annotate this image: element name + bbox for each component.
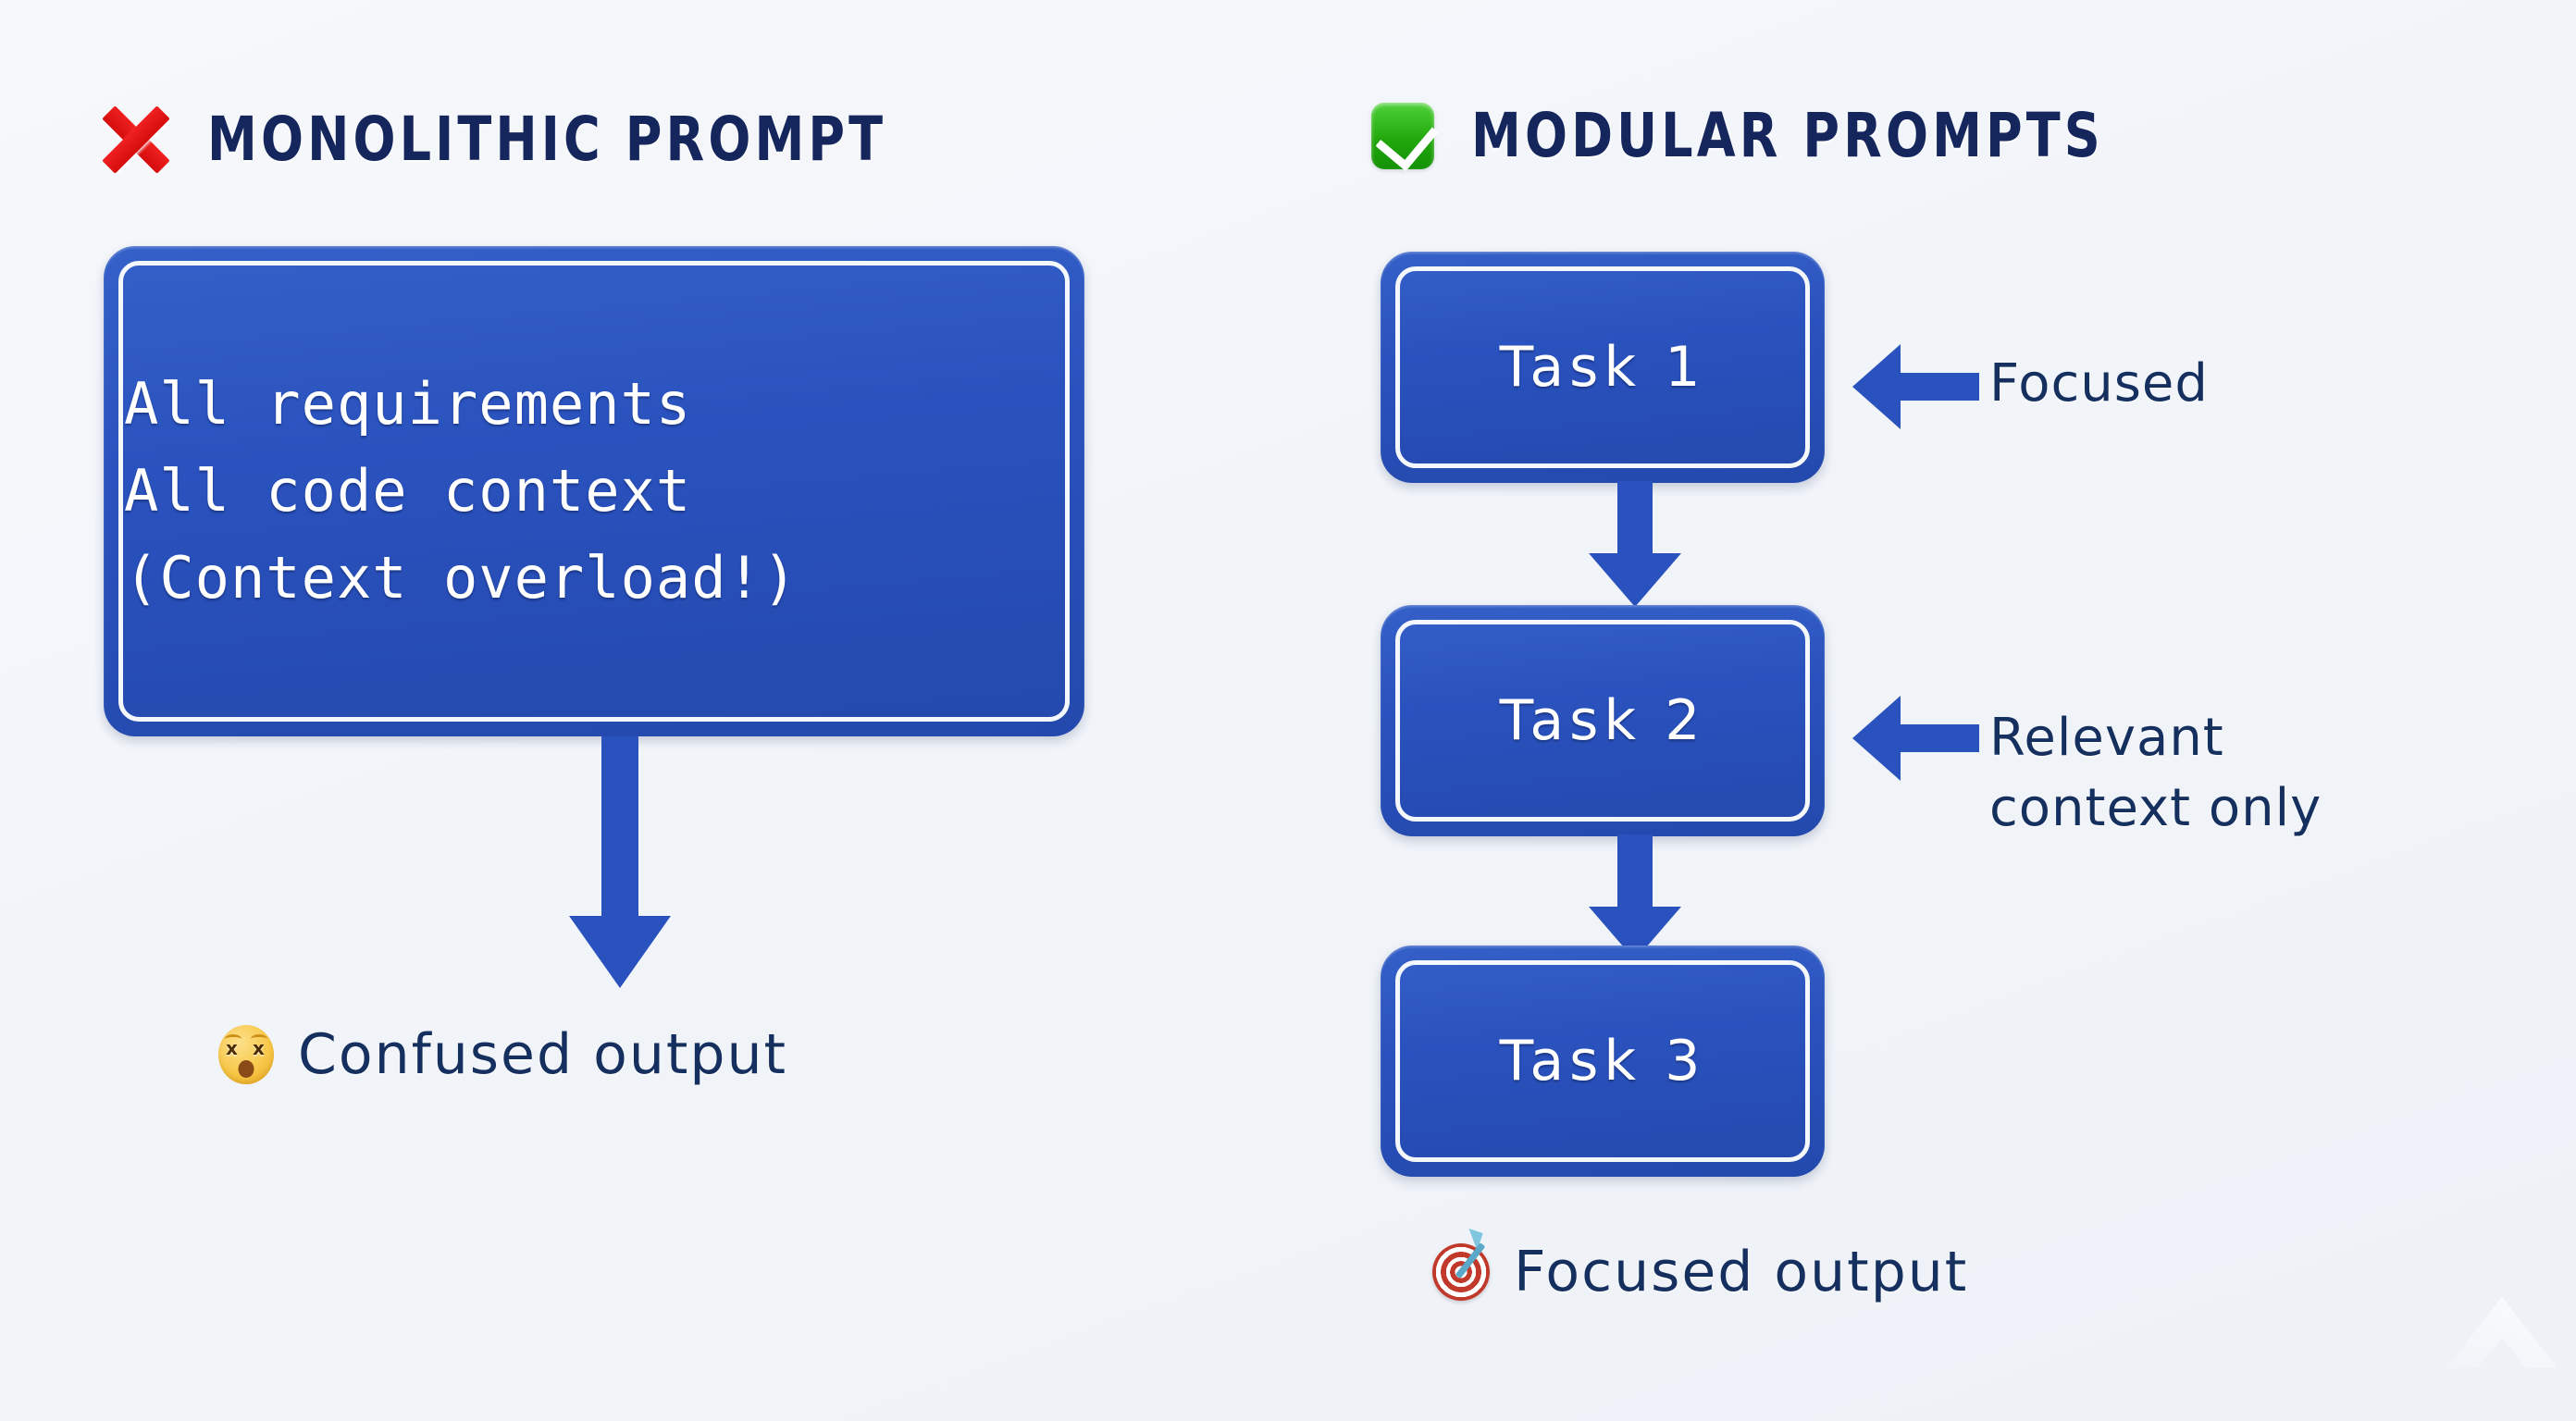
task-2-label: Task 2 (1499, 688, 1706, 753)
monolithic-prompt-text: All requirements All code context (Conte… (104, 361, 1084, 623)
check-mark-button-icon (1371, 102, 1439, 171)
task-2-annotation-line-2: context only (1989, 777, 2322, 838)
task-1-annotation-arrow (1852, 344, 1979, 429)
task-3-label: Task 3 (1499, 1029, 1706, 1094)
confused-output-label: Confused output (298, 1022, 788, 1087)
task-1-annotation-label: Focused (1989, 353, 2209, 414)
task-2-annotation-line-1: Relevant (1989, 708, 2224, 768)
monolithic-line-1: All requirements (124, 369, 692, 438)
task-1-label: Task 1 (1499, 335, 1706, 400)
left-column-heading: MONOLITHIC PROMPT (102, 104, 1035, 175)
focused-output-caption: Focused output (1432, 1229, 1969, 1304)
task-2-annotation-block: Relevant context only (1989, 703, 2563, 843)
monolithic-line-2: All code context (124, 456, 692, 525)
corner-watermark (2446, 1297, 2557, 1368)
monolithic-output-arrow (537, 736, 703, 988)
task-3-box: Task 3 (1381, 945, 1825, 1177)
right-heading-label: MODULAR PROMPTS (1471, 100, 2104, 171)
left-heading-label: MONOLITHIC PROMPT (207, 104, 887, 175)
task-1-box: Task 1 (1381, 252, 1825, 483)
task-2-box: Task 2 (1381, 605, 1825, 836)
monolithic-line-3: (Context overload!) (124, 544, 799, 612)
monolithic-prompt-box: All requirements All code context (Conte… (104, 246, 1084, 736)
right-column-heading: MODULAR PROMPTS (1371, 100, 2243, 171)
task-2-annotation-arrow (1852, 696, 1979, 781)
focused-output-label: Focused output (1514, 1240, 1969, 1304)
task-1-to-task-2-arrow (1566, 481, 1704, 607)
task-2-to-task-3-arrow (1566, 834, 1704, 960)
direct-hit-icon (1432, 1229, 1490, 1301)
cross-mark-icon (102, 105, 170, 174)
